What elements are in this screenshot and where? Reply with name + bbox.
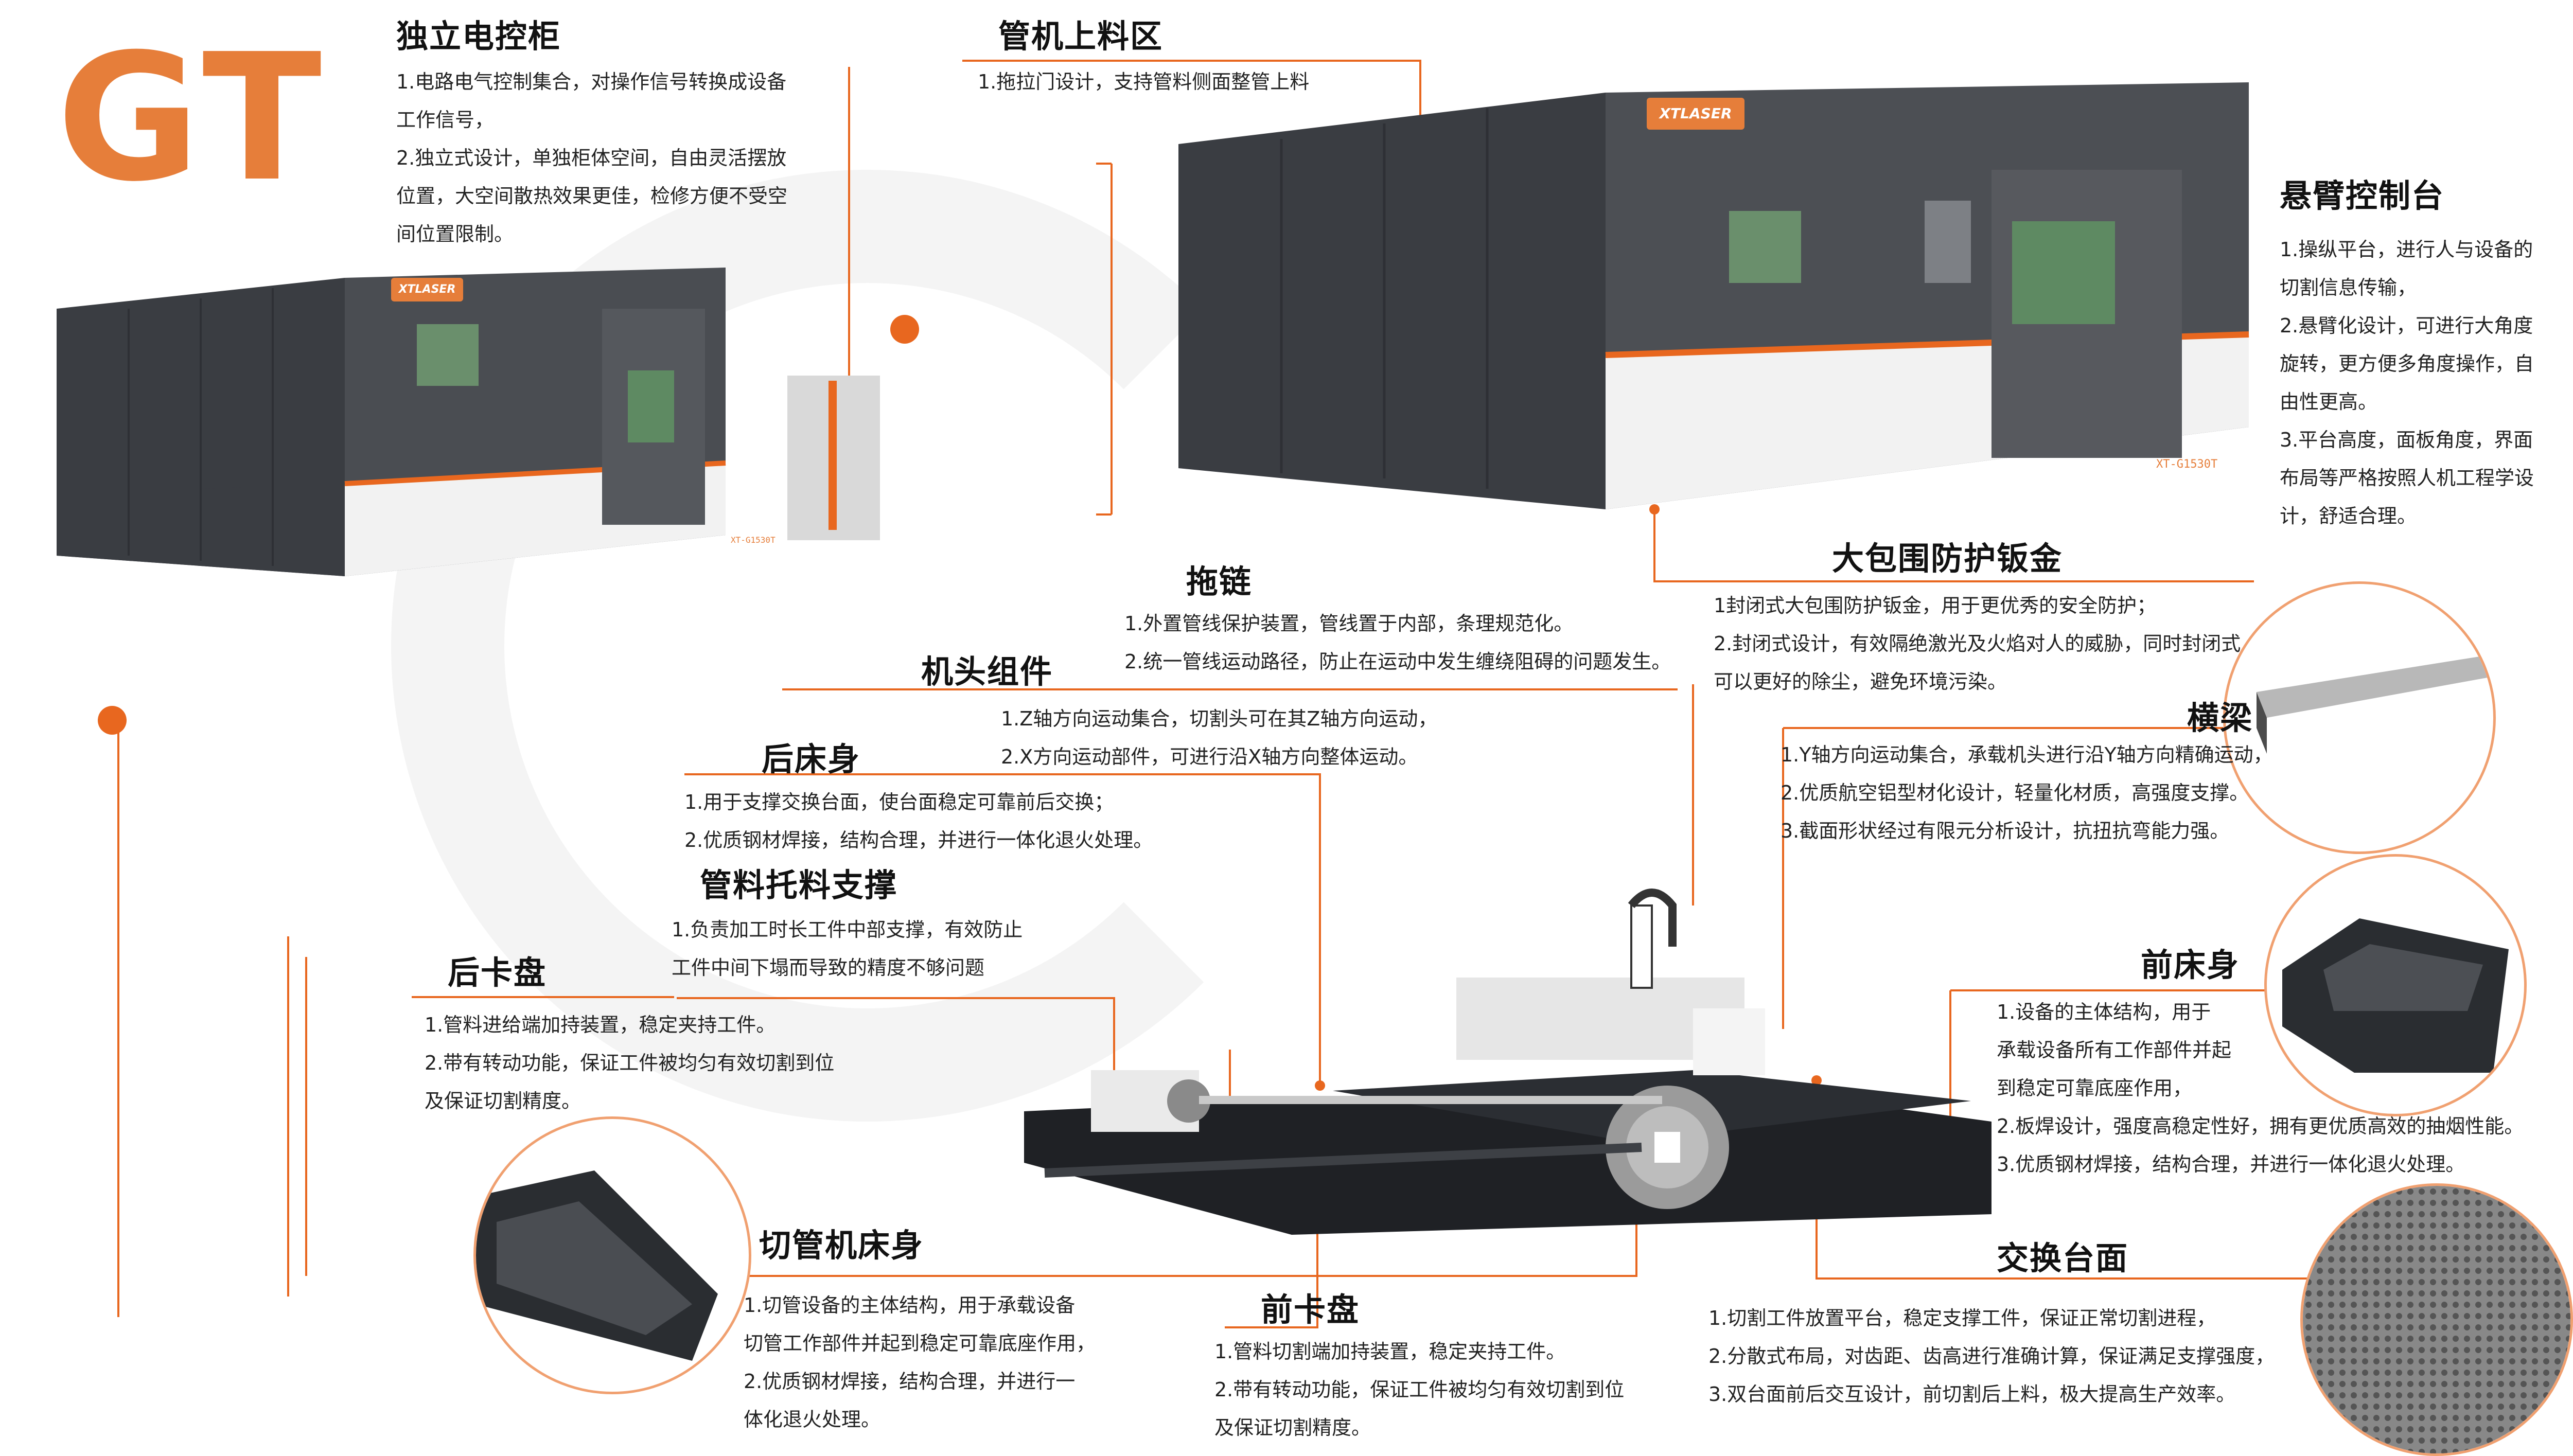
enclosure-desc: 1封闭式大包围防护钣金，用于更优秀的安全防护； 2.封闭式设计，有效隔绝激光及火… bbox=[1714, 594, 2241, 693]
exchange-desc: 1.切割工件放置平台，稳定支撑工件，保证正常切割进程， 2.分散式布局，对齿距、… bbox=[1708, 1307, 2275, 1406]
tube-support-desc: 1.负责加工时长工件中部支撑，有效防止 工件中间下塌而导致的精度不够问题 bbox=[672, 918, 1023, 979]
model-large: XT-G1530T bbox=[2156, 458, 2218, 471]
front-chuck-desc: 1.管料切割端加持装置，稳定夹持工件。 2.带有转动功能，保证工件被均匀有效切割… bbox=[1214, 1340, 1625, 1439]
beam-desc: 1.Y轴方向运动集合，承载机头进行沿Y轴方向精确运动， 2.优质航空铝型材化设计… bbox=[1781, 743, 2273, 842]
chain-title: 拖链 bbox=[1186, 563, 1253, 600]
cabinet-title: 独立电控柜 bbox=[396, 17, 561, 55]
rear-chuck-title: 后卡盘 bbox=[448, 954, 547, 991]
rear-bed-desc: 1.用于支撑交换台面，使台面稳定可靠前后交换； 2.优质钢材焊接，结构合理，并进… bbox=[684, 791, 1153, 851]
loading-desc: 1.拖拉门设计，支持管料侧面整管上料 bbox=[978, 70, 1310, 93]
front-bed-title: 前床身 bbox=[2141, 946, 2240, 984]
loading-title: 管机上料区 bbox=[998, 17, 1164, 55]
front-bed-desc: 1.设备的主体结构，用于 承载设备所有工作部件并起 到稳定可靠底座作用， 2.板… bbox=[1997, 1001, 2524, 1176]
tube-bed-title: 切管机床身 bbox=[759, 1227, 924, 1264]
tube-support-title: 管料托料支撑 bbox=[700, 866, 898, 904]
head-desc: 1.Z轴方向运动集合，切割头可在其Z轴方向运动， 2.X方向运动部件，可进行沿X… bbox=[1001, 707, 1438, 768]
beam-title: 横梁 bbox=[2187, 699, 2253, 737]
model-small: XT-G1530T bbox=[731, 535, 776, 545]
accent-dot-upper bbox=[890, 315, 919, 344]
detail-exchange-table-image bbox=[2300, 1183, 2573, 1456]
logo-small: XTLASER bbox=[391, 278, 463, 301]
logo-large: XTLASER bbox=[1647, 98, 1744, 130]
tube-bed-desc: 1.切管设备的主体结构，用于承载设备 切管工作部件并起到稳定可靠底座作用， 2.… bbox=[744, 1294, 1096, 1431]
cabinet-desc: 1.电路电气控制集合，对操作信号转换成设备 工作信号， 2.独立式设计，单独柜体… bbox=[396, 70, 788, 245]
enclosure-title: 大包围防护钣金 bbox=[1832, 540, 2063, 577]
exchange-title: 交换台面 bbox=[1997, 1239, 2129, 1277]
enclosed-machine-large bbox=[1178, 82, 2249, 509]
detail-beam-image bbox=[2223, 581, 2496, 854]
chain-desc: 1.外置管线保护装置，管线置于内部，条理规范化。 2.统一管线运动路径，防止在运… bbox=[1124, 612, 1671, 673]
rear-bed-title: 后床身 bbox=[762, 740, 861, 778]
accent-dot-left bbox=[98, 706, 127, 735]
detail-tube-bed-image bbox=[473, 1116, 751, 1394]
detail-front-bed-image bbox=[2264, 854, 2527, 1116]
enclosed-machine-small bbox=[57, 268, 880, 576]
tube-cutting-machine bbox=[1024, 889, 1992, 1235]
rear-chuck-desc: 1.管料进给端加持装置，稳定夹持工件。 2.带有转动功能，保证工件被均匀有效切割… bbox=[425, 1014, 835, 1112]
console-title: 悬臂控制台 bbox=[2280, 177, 2445, 215]
head-title: 机头组件 bbox=[921, 653, 1053, 690]
series-mark: GT bbox=[57, 16, 327, 220]
console-desc: 1.操纵平台，进行人与设备的 切割信息传输， 2.悬臂化设计，可进行大角度 旋转… bbox=[2280, 238, 2534, 527]
front-chuck-title: 前卡盘 bbox=[1261, 1291, 1360, 1328]
